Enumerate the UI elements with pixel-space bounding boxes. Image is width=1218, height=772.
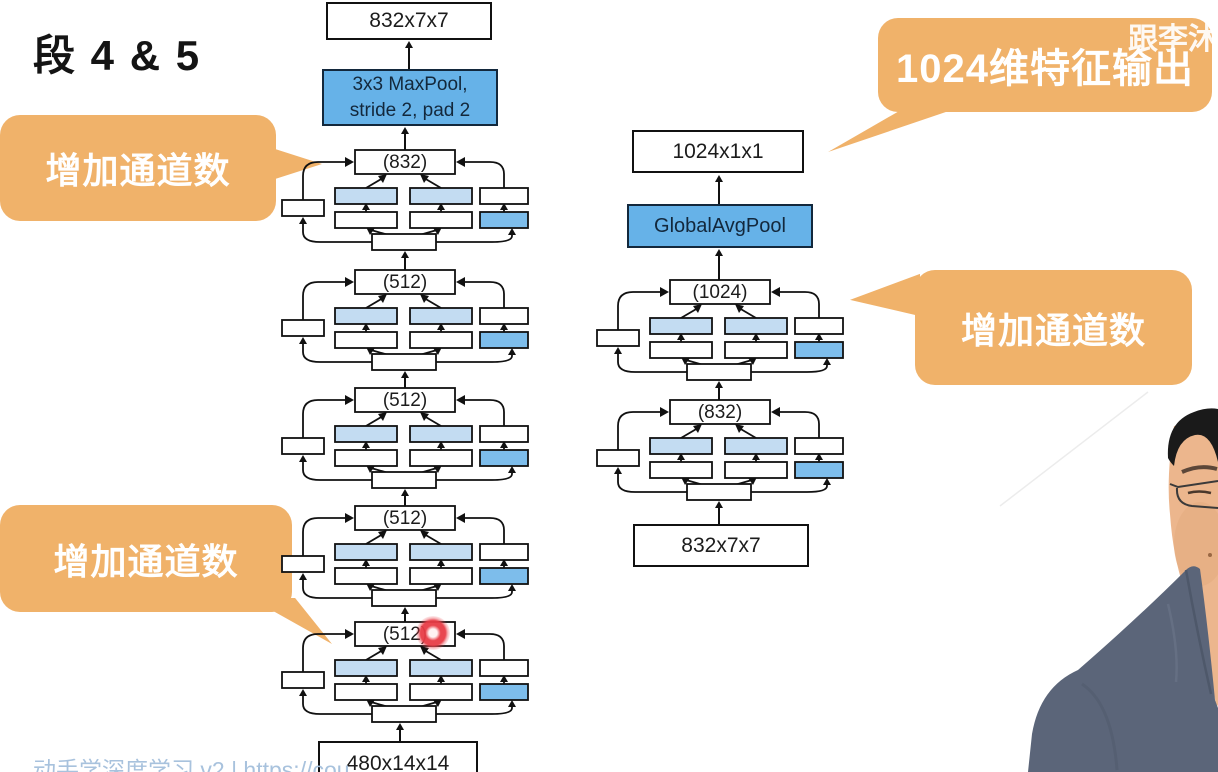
presenter <box>1028 408 1218 772</box>
callout-increase-channels-top-left: 增加通道数 <box>0 115 276 221</box>
presenter-eye <box>1187 490 1212 495</box>
callout-text: 1024维特征输出 <box>896 47 1194 91</box>
callout-text: 增加通道数 <box>45 150 231 191</box>
inception-art <box>281 387 529 489</box>
maxpool-box: 3x3 MaxPool, stride 2, pad 2 <box>322 69 498 126</box>
tensor-box-480x14x14: 480x14x14 <box>318 741 478 772</box>
inception-channels-label: (1024) <box>692 282 748 303</box>
page-title: 段 4 & 5 <box>33 32 202 79</box>
callout-increase-channels-right: 增加通道数 <box>915 270 1192 385</box>
inception-block: (832) <box>280 146 530 254</box>
inception-channels-label: (832) <box>382 152 428 173</box>
inception-art-slot <box>280 149 530 258</box>
presenter-glasses <box>1169 480 1218 509</box>
arrow-up <box>401 127 409 150</box>
inception-channels-label: (512) <box>382 390 428 411</box>
arrow-up <box>405 41 413 69</box>
arrow-up <box>715 501 723 524</box>
tensor-box-1024x1x1: 1024x1x1 <box>632 130 804 173</box>
presenter-mole <box>1208 553 1212 557</box>
inception-channels-label: (512) <box>382 272 428 293</box>
inception-art-slot <box>595 399 845 508</box>
inception-art-slot <box>280 387 530 496</box>
channel-watermark: 跟李沐 <box>1128 23 1218 56</box>
global-avg-pool-box: GlobalAvgPool <box>627 204 813 248</box>
presenter-eyebrow <box>1181 465 1218 474</box>
arrow-up <box>715 249 723 280</box>
tensor-box-832x7x7-right: 832x7x7 <box>633 524 809 567</box>
inception-art <box>596 399 844 501</box>
presenter-hair <box>1167 408 1218 466</box>
inception-art-slot <box>280 621 530 730</box>
global-avg-pool-label: GlobalAvgPool <box>654 214 786 237</box>
inception-art-slot <box>280 269 530 378</box>
callout-1024-feature-output: 1024维特征输出 <box>878 18 1212 112</box>
arrow-up <box>401 489 409 506</box>
inception-block: (832) <box>595 396 845 504</box>
inception-art <box>281 149 529 251</box>
inception-channels-label: (832) <box>697 402 743 423</box>
inception-block: (1024) <box>595 276 845 384</box>
inception-block: (512) <box>280 618 530 726</box>
arrow-up <box>401 607 409 622</box>
inception-art <box>596 279 844 381</box>
arrow-up <box>715 175 723 204</box>
inception-block: (512) <box>280 266 530 374</box>
arrow-up <box>401 251 409 270</box>
arrow-up <box>715 381 723 400</box>
inception-block: (512) <box>280 502 530 610</box>
presenter-shirt <box>1028 566 1218 772</box>
inception-art-slot <box>595 279 845 388</box>
maxpool-line2: stride 2, pad 2 <box>349 99 471 121</box>
callout-increase-channels-bottom-left: 增加通道数 <box>0 505 292 612</box>
callout-text: 增加通道数 <box>53 540 239 582</box>
arrow-up <box>401 371 409 388</box>
inception-art <box>281 269 529 371</box>
maxpool-line1: 3x3 MaxPool, <box>352 73 468 95</box>
inception-block: (512) <box>280 384 530 492</box>
callout-text: 增加通道数 <box>960 309 1146 351</box>
inception-art <box>281 505 529 607</box>
tensor-box-832x7x7-top: 832x7x7 <box>326 2 492 40</box>
inception-channels-label: (512) <box>382 508 428 529</box>
arrow-up <box>396 723 404 741</box>
course-url-watermark: 动手学深度学习 v2 | https://cou <box>33 757 350 772</box>
callout-tail <box>850 273 920 317</box>
laser-pointer-dot <box>416 616 450 650</box>
inception-art-slot <box>280 505 530 614</box>
